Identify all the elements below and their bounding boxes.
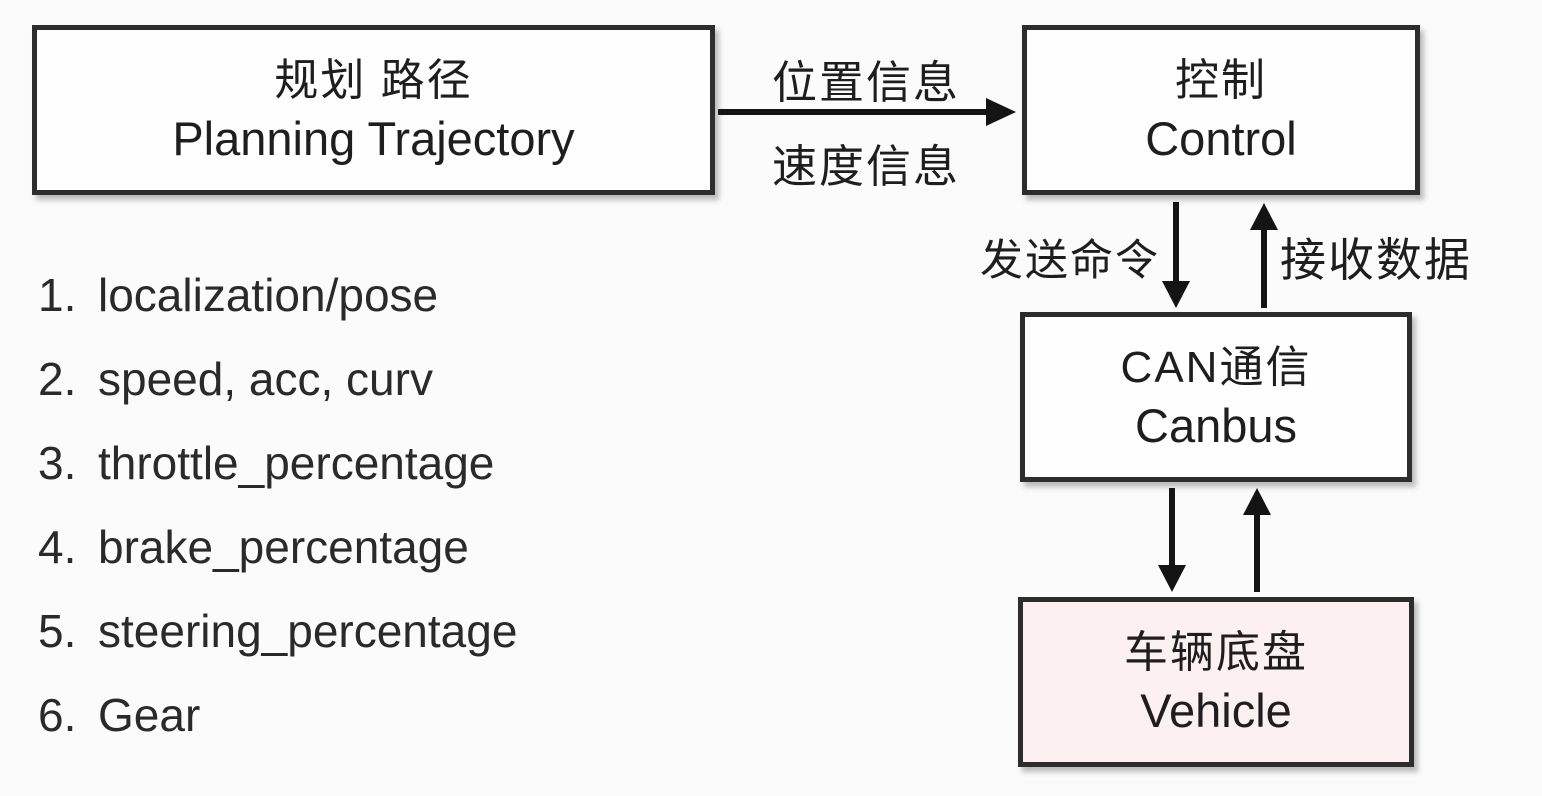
control-title-en: Control [1145,112,1297,165]
list-item-text: throttle_percentage [98,437,495,489]
list-item: 6. Gear [38,673,517,757]
list-item: 5. steering_percentage [38,589,517,673]
edge-label-receive-data: 接收数据 [1280,234,1472,286]
canbus-title-en: Canbus [1135,399,1297,452]
node-vehicle: 车辆底盘 Vehicle [1018,597,1414,767]
planning-title-zh: 规划 路径 [274,56,473,105]
signal-list: 1. localization/pose 2. speed, acc, curv… [38,253,517,757]
node-canbus: CAN通信 Canbus [1020,312,1412,482]
arrow-control-to-canbus-down [1162,202,1190,308]
list-item-number: 4. [38,521,77,573]
arrow-canbus-to-control-up [1250,203,1278,308]
node-control: 控制 Control [1022,25,1420,195]
list-item-number: 3. [38,437,77,489]
list-item-text: steering_percentage [98,605,518,657]
vehicle-title-zh: 车辆底盘 [1124,628,1308,677]
edge-label-speed-info: 速度信息 [771,141,960,192]
edge-label-position-info: 位置信息 [771,57,960,108]
list-item: 2. speed, acc, curv [38,337,517,421]
list-item-text: localization/pose [98,269,439,321]
list-item: 1. localization/pose [38,253,517,337]
list-item-number: 1. [38,269,77,321]
list-item-text: brake_percentage [98,521,469,573]
control-title-zh: 控制 [1175,56,1267,105]
list-item-text: Gear [98,689,201,741]
edge-label-send-command: 发送命令 [980,237,1160,285]
list-item-text: speed, acc, curv [98,353,433,405]
planning-title-en: Planning Trajectory [172,112,575,165]
canbus-title-zh: CAN通信 [1120,343,1312,392]
list-item-number: 6. [38,689,77,741]
arrow-vehicle-to-canbus-up [1243,488,1271,592]
node-planning-trajectory: 规划 路径 Planning Trajectory [32,25,715,195]
list-item: 4. brake_percentage [38,505,517,589]
arrow-canbus-to-vehicle-down [1158,488,1186,592]
vehicle-title-en: Vehicle [1140,684,1292,737]
list-item-number: 5. [38,605,77,657]
list-item: 3. throttle_percentage [38,421,517,505]
list-item-number: 2. [38,353,77,405]
